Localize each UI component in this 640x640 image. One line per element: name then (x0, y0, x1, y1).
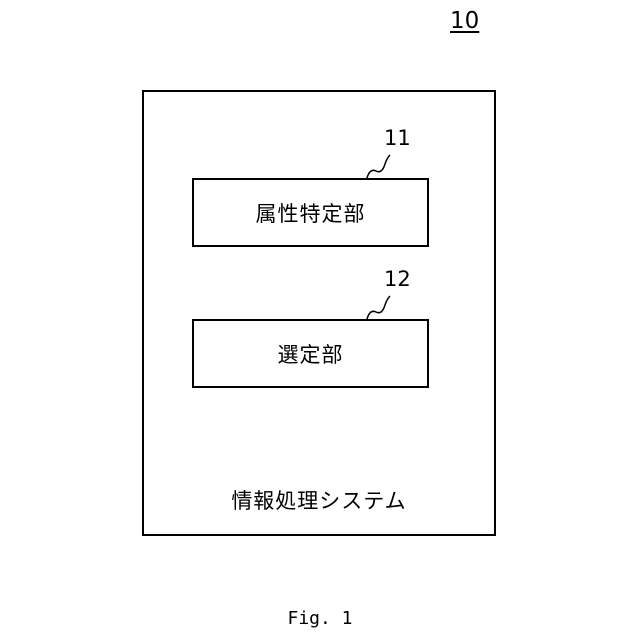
attribute-identification-unit-box: 属性特定部 (192, 178, 429, 247)
figure-caption: Fig. 1 (0, 607, 640, 631)
unit-reference-11: 11 (384, 125, 411, 151)
figure-reference-number: 10 (450, 6, 479, 36)
selection-unit-label: 選定部 (278, 339, 344, 369)
system-label: 情報処理システム (142, 487, 496, 515)
attribute-identification-unit-label: 属性特定部 (256, 198, 366, 228)
information-processing-system-box (142, 90, 496, 536)
selection-unit-box: 選定部 (192, 319, 429, 388)
unit-reference-12: 12 (384, 266, 411, 292)
